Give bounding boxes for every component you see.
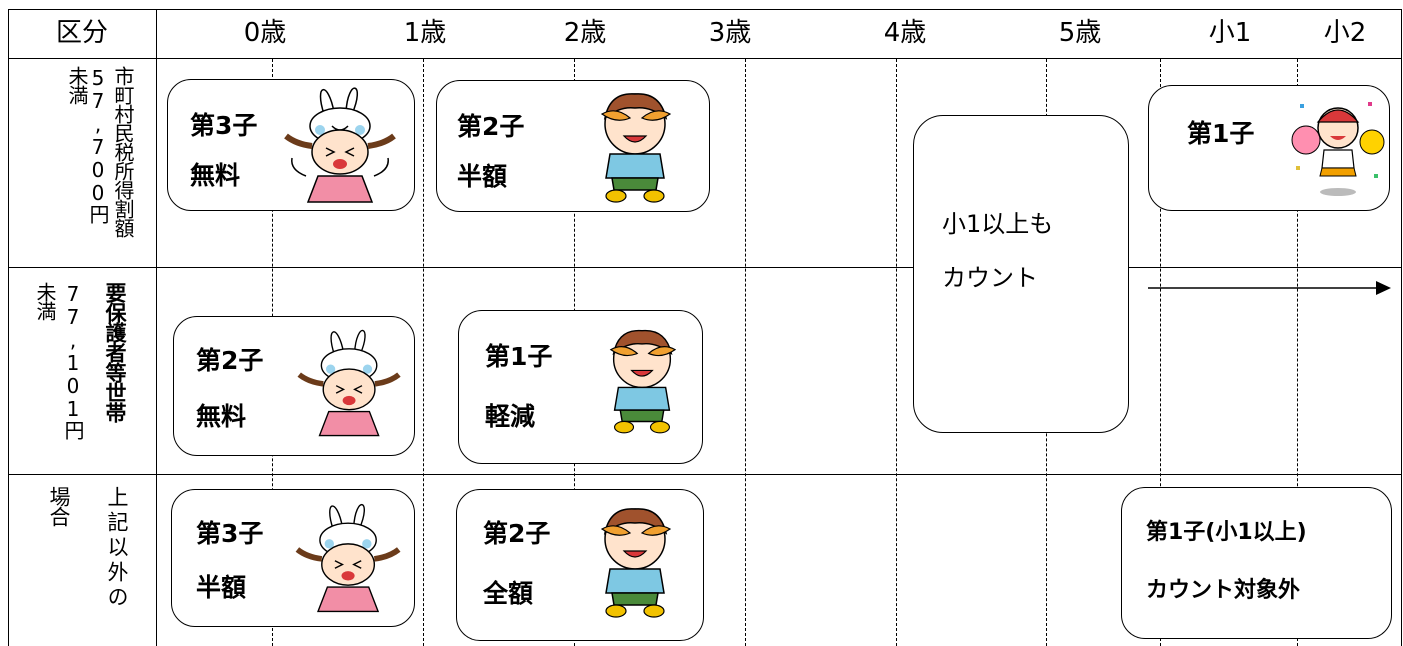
- header-age-2: 2歳: [563, 18, 607, 48]
- header-age-0: 0歳: [243, 18, 287, 48]
- age-line-3: [745, 59, 746, 646]
- card-order: 第1子: [1187, 119, 1255, 148]
- row1-bottom-border: [8, 267, 913, 268]
- header-age-sho1: 小1: [1208, 18, 1252, 48]
- header-age-sho2: 小2: [1323, 18, 1367, 48]
- count-note-line1: 小1以上も: [942, 210, 1054, 238]
- card-status: 半額: [457, 162, 508, 191]
- girl-bunny-hat-icon: [297, 329, 401, 437]
- card-order: 第3子: [190, 111, 258, 140]
- card-status: 半額: [196, 573, 247, 602]
- row3-label-suffix: 場合: [47, 486, 71, 526]
- row2-label-suffix: 未満: [33, 282, 57, 320]
- boy-leaf-icon: [600, 508, 672, 618]
- arrow-right-icon: [1148, 281, 1391, 295]
- row1-label-main: 市町村民税所得割額: [111, 66, 135, 237]
- card-status: カウント対象外: [1146, 578, 1301, 603]
- header-age-5: 5歳: [1058, 18, 1102, 48]
- row2-label-main: 要保護者等世帯: [103, 282, 127, 422]
- header-kubun: 区分: [55, 18, 108, 48]
- card-status: 無料: [190, 161, 241, 190]
- card-order: 第2子: [483, 519, 551, 548]
- card-status: 無料: [196, 402, 247, 431]
- count-note-line2: カウント: [942, 264, 1038, 292]
- boy-leaf-icon: [600, 93, 672, 203]
- row2-label-amount: 77,101円: [61, 282, 85, 439]
- card-order: 第1子(小1以上): [1146, 520, 1307, 545]
- age-line-4: [896, 59, 897, 646]
- table-right-border: [1401, 9, 1402, 646]
- card-order: 第1子: [485, 342, 553, 371]
- age-line-sho2: [1297, 59, 1298, 646]
- card-order: 第2子: [457, 112, 525, 141]
- card-status: 全額: [483, 579, 534, 608]
- girl-bunny-hat-icon: [295, 503, 401, 613]
- card-order: 第2子: [196, 346, 264, 375]
- card-row3-second-child: 第2子 全額: [456, 489, 704, 641]
- header-age-3: 3歳: [708, 18, 752, 48]
- boy-leaf-icon: [609, 329, 677, 434]
- card-row3-first-child: 第1子(小1以上) カウント対象外: [1121, 487, 1392, 639]
- card-row1-second-child: 第2子 半額: [436, 80, 710, 212]
- row1-label-amount: 57,700円: [86, 66, 110, 223]
- count-note-box: 小1以上も カウント: [913, 115, 1129, 433]
- card-order: 第3子: [196, 519, 264, 548]
- age-line-1: [423, 59, 424, 646]
- table-left-border: [8, 9, 9, 646]
- card-status: 軽減: [485, 402, 536, 431]
- table-top-border: [8, 9, 1402, 10]
- header-bottom-border: [8, 58, 1402, 59]
- header-age-1: 1歳: [403, 18, 447, 48]
- row1-label-suffix: 未満: [65, 66, 89, 104]
- cheerleader-girl-icon: [1291, 102, 1385, 196]
- age-line-sho1: [1160, 59, 1161, 646]
- girl-bunny-hat-icon: [284, 87, 396, 203]
- row2-bottom-border: [8, 474, 1402, 475]
- row3-label-main: 上記以外の: [105, 486, 129, 611]
- label-column-divider: [156, 9, 157, 646]
- row1-bottom-border-right: [1128, 267, 1402, 268]
- header-age-4: 4歳: [883, 18, 927, 48]
